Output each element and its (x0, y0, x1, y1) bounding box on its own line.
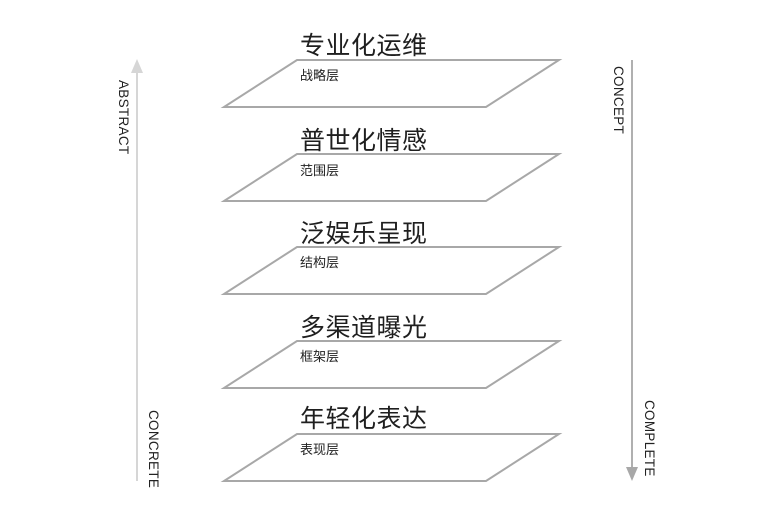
layer-plane-4 (220, 340, 563, 389)
axis-label-complete: COMPLETE (642, 400, 657, 477)
layer-title-1: 专业化运维 (300, 31, 428, 60)
arrow-down-icon (626, 467, 638, 481)
layer-title-4: 多渠道曝光 (300, 313, 428, 342)
layer-subtitle-2: 范围层 (300, 164, 340, 179)
axis-label-concrete: CONCRETE (146, 410, 161, 489)
left-axis-arrow (131, 59, 143, 481)
axis-label-concept: CONCEPT (611, 66, 626, 135)
layer-plane-2 (220, 153, 563, 202)
layer-plane-5 (220, 433, 563, 482)
right-axis-arrow (626, 60, 638, 481)
layer-plane-1 (220, 59, 563, 108)
layer-plane-3 (220, 246, 563, 295)
layer-title-5: 年轻化表达 (300, 404, 428, 433)
layer-subtitle-3: 结构层 (300, 256, 340, 271)
layer-title-3: 泛娱乐呈现 (300, 219, 428, 248)
arrow-up-icon (131, 59, 143, 73)
layer-subtitle-4: 框架层 (300, 350, 340, 365)
layer-subtitle-1: 战略层 (300, 69, 340, 84)
layer-title-2: 普世化情感 (300, 126, 428, 155)
layer-subtitle-5: 表现层 (300, 443, 340, 458)
axis-label-abstract: ABSTRACT (116, 80, 131, 155)
